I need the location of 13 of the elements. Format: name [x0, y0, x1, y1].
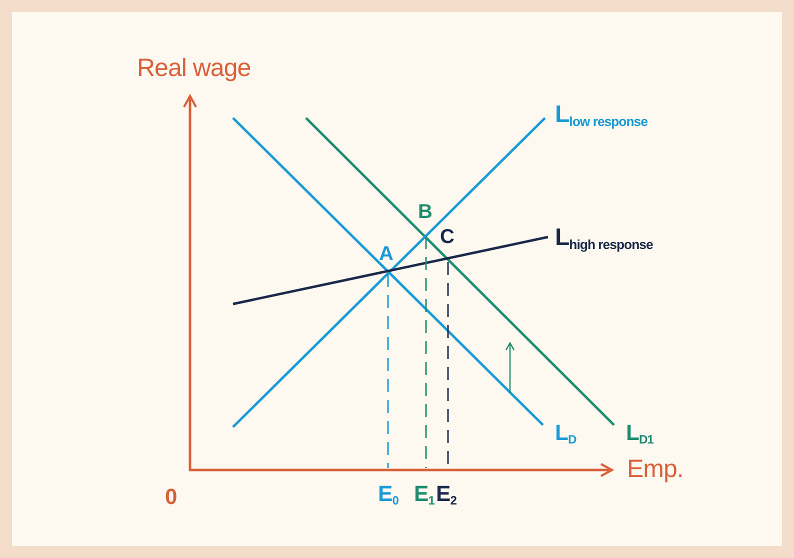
point-label: C — [440, 226, 454, 249]
axis-label: Real wage — [137, 54, 251, 83]
tick-label: E$_{0}$ — [378, 481, 398, 508]
line-label: L$_{high response}$ — [555, 224, 653, 252]
tick-label: E$_{1}$ — [414, 481, 434, 508]
point-label: A — [379, 243, 393, 266]
line-label: L$_{D1}$ — [626, 420, 654, 447]
tick-label: E$_{2}$ — [436, 481, 456, 508]
axis-label: Emp. — [627, 455, 684, 484]
point-label: B — [418, 201, 432, 224]
line-label: L$_{low response}$ — [555, 101, 648, 129]
line-label: L$_{D}$ — [555, 420, 576, 447]
origin-label: 0 — [165, 484, 177, 510]
